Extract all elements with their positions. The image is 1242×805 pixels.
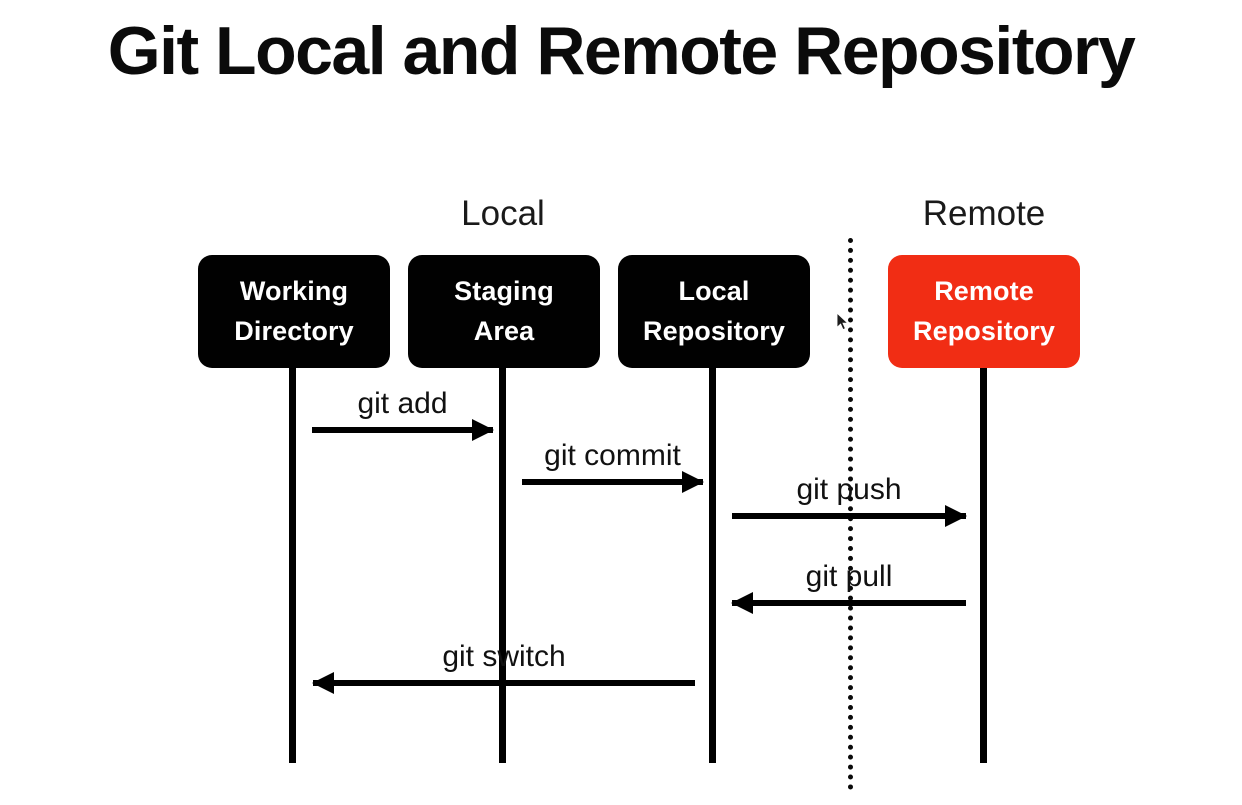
- lifeline-local-repository: [709, 368, 716, 763]
- arrow-shaft: [522, 479, 703, 485]
- page-title: Git Local and Remote Repository: [107, 13, 1136, 89]
- message-label-git-pull: git pull: [805, 560, 893, 593]
- arrow-shaft: [312, 427, 493, 433]
- message-git-pull: git pull: [731, 562, 966, 614]
- zone-label-remote: Remote: [922, 194, 1046, 233]
- node-label-line1: Staging: [454, 276, 554, 307]
- message-git-push: git push: [732, 475, 967, 527]
- node-label-line2: Repository: [912, 315, 1056, 346]
- node-label-line2: Repository: [642, 315, 786, 346]
- message-label-git-push: git push: [796, 473, 902, 506]
- arrow-shaft: [732, 600, 966, 606]
- arrowhead-right-icon: [472, 419, 494, 441]
- lifeline-staging-area: [499, 368, 506, 763]
- arrowhead-left-icon: [731, 592, 753, 614]
- message-label-git-add: git add: [357, 387, 448, 420]
- node-label-line1: Working: [239, 276, 349, 307]
- message-label-git-commit: git commit: [544, 439, 681, 472]
- message-label-git-switch: git switch: [442, 640, 566, 673]
- arrow-shaft: [732, 513, 966, 519]
- lifeline-remote-repository: [980, 368, 987, 763]
- node-label-line2: Directory: [234, 315, 354, 346]
- lifeline-working-directory: [289, 368, 296, 763]
- zone-label-local: Local: [461, 194, 545, 233]
- message-git-switch: git switch: [312, 642, 695, 694]
- arrowhead-right-icon: [682, 471, 704, 493]
- mouse-pointer-icon: [836, 311, 849, 331]
- arrowhead-left-icon: [312, 672, 334, 694]
- arrowhead-right-icon: [945, 505, 967, 527]
- message-git-commit: git commit: [522, 441, 704, 493]
- arrow-shaft: [313, 680, 695, 686]
- node-label-line2: Area: [473, 315, 535, 346]
- node-label-line1: Local: [678, 276, 750, 307]
- message-git-add: git add: [312, 389, 494, 441]
- node-label-line1: Remote: [934, 276, 1034, 307]
